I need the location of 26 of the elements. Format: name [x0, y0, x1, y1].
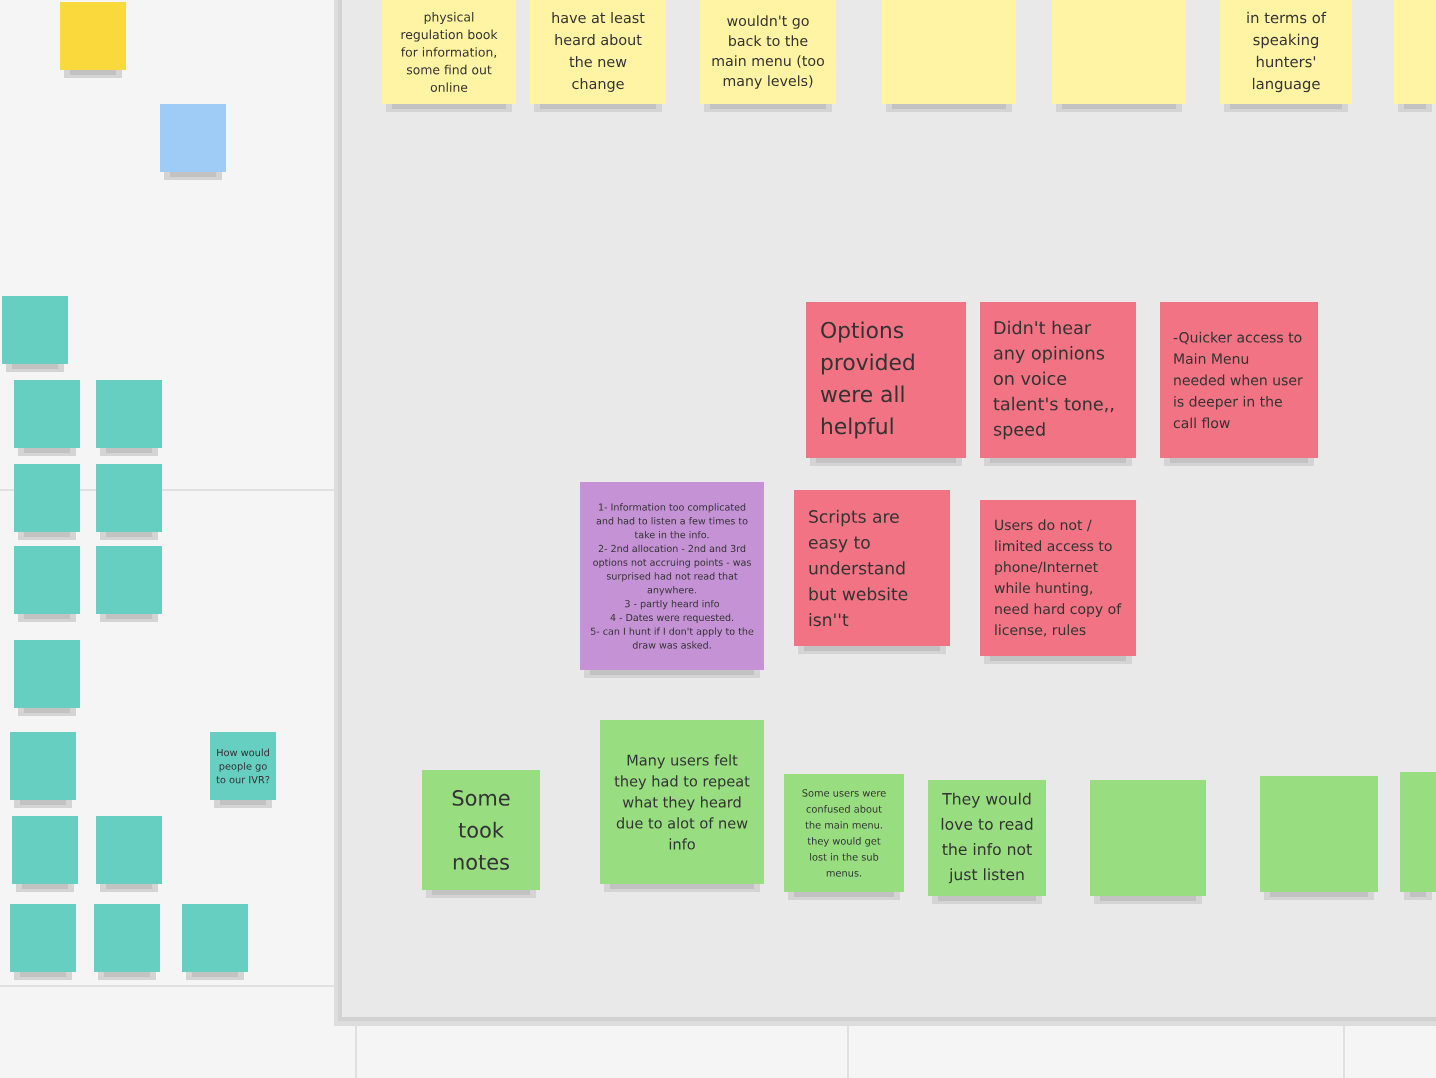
sticky-note [96, 380, 162, 456]
sticky-note [1260, 776, 1378, 900]
sticky-note [14, 546, 80, 622]
sticky-note [60, 2, 126, 78]
sticky-note [14, 640, 80, 716]
sticky-note [1090, 780, 1206, 904]
sticky-note: Didn't hear any opinions on voice talent's tone,, speed [980, 302, 1136, 466]
sticky-note [12, 816, 78, 892]
sticky-note: Scripts are easy to understand but website isn''t [794, 490, 950, 654]
sticky-note [182, 904, 248, 980]
sticky-note [882, 0, 1016, 112]
sticky-note [14, 380, 80, 456]
sticky-note [160, 104, 226, 180]
sticky-note [94, 904, 160, 980]
sticky-note: Some took notes [422, 770, 540, 898]
sticky-note [96, 464, 162, 540]
sticky-note [10, 904, 76, 980]
sticky-note [14, 464, 80, 540]
sticky-note: Options provided were all helpful [806, 302, 966, 466]
sticky-note [1394, 0, 1436, 112]
sticky-note [96, 816, 162, 892]
sticky-note [1400, 772, 1436, 900]
sticky-note [96, 546, 162, 622]
sticky-note [2, 296, 68, 372]
sticky-note [1052, 0, 1186, 112]
sticky-note [10, 732, 76, 808]
